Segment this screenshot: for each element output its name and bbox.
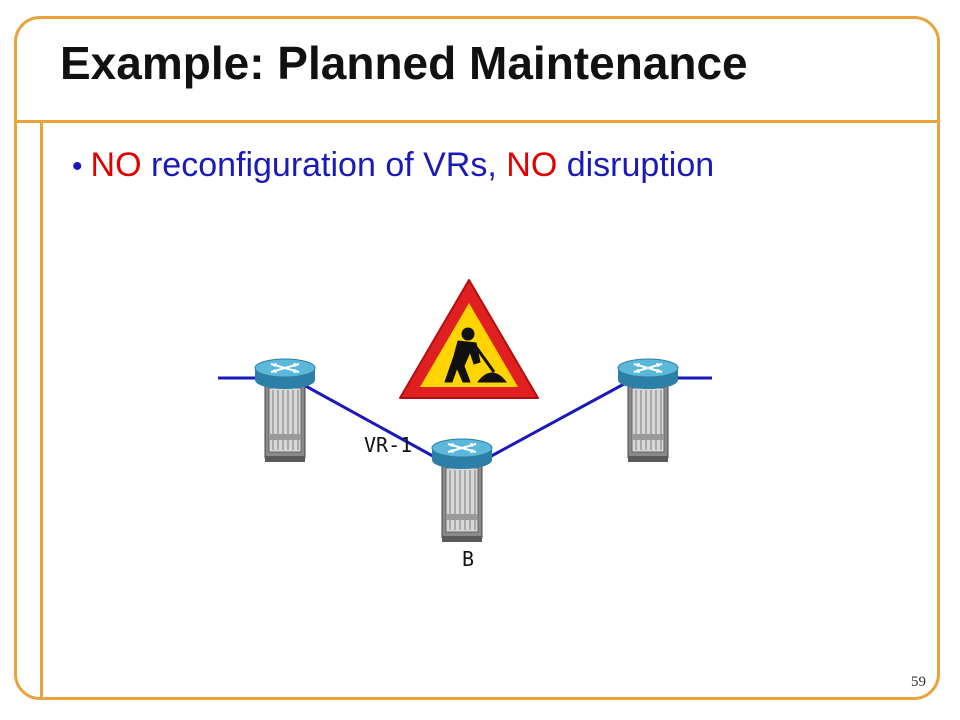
bullet-emphasis-1: NO bbox=[90, 146, 142, 184]
router-icon bbox=[617, 358, 679, 463]
router-icon bbox=[431, 438, 493, 543]
bullet-dot: • bbox=[72, 150, 83, 183]
link-label-vr1: VR-1 bbox=[364, 433, 412, 457]
router-icon bbox=[254, 358, 316, 463]
title-divider bbox=[14, 120, 940, 123]
link-b-to-right bbox=[483, 382, 625, 462]
slide-title: Example: Planned Maintenance bbox=[60, 37, 748, 89]
bullet-emphasis-2: NO bbox=[506, 146, 558, 184]
men-at-work-sign-icon bbox=[399, 279, 539, 399]
slide-frame bbox=[14, 16, 940, 700]
bullet-text-2: disruption bbox=[557, 146, 715, 184]
bullet-text-1: reconfiguration of VRs, bbox=[141, 146, 507, 184]
left-divider bbox=[40, 120, 43, 700]
link-left-to-b bbox=[301, 382, 441, 462]
page-number: 59 bbox=[911, 674, 926, 690]
node-label-b: B bbox=[462, 547, 474, 571]
bullet-point: •NO reconfiguration of VRs, NO disruptio… bbox=[72, 146, 714, 185]
